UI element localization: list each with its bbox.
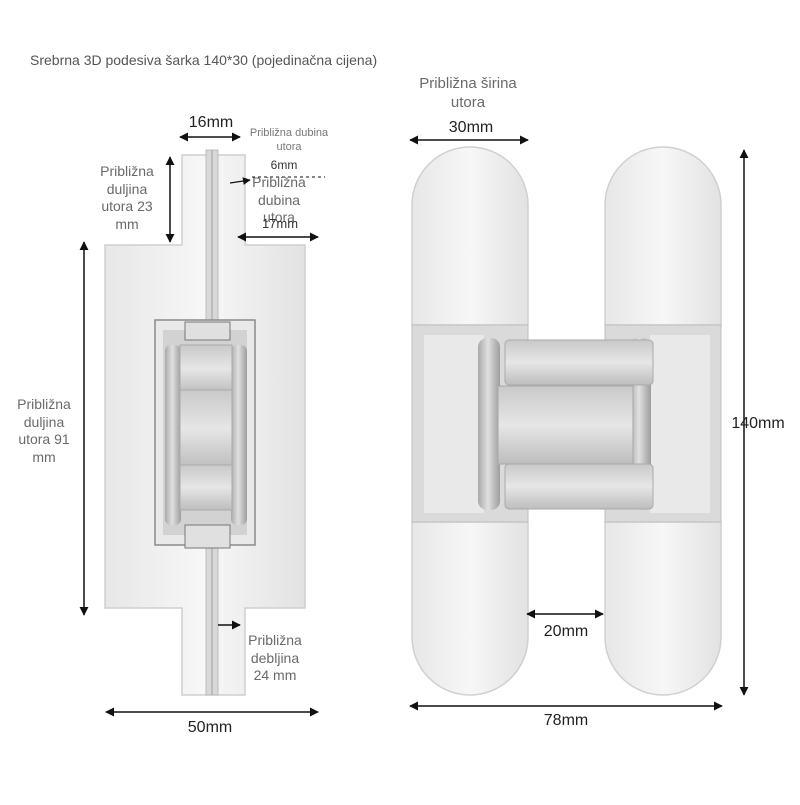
dimension-height-140: 140mm (731, 415, 785, 432)
hinge-leaf-left-top (411, 146, 529, 326)
dimension-width-50: 50mm (187, 719, 233, 736)
groove-depth-small-label: Približna dubina utora (249, 127, 329, 153)
dimension-depth-6: 6mm (270, 158, 298, 172)
hinge-leaf-right-bottom (604, 521, 722, 696)
groove-length-91-label: Približna duljina utora 91 mm (17, 396, 71, 465)
dimension-width-30: 30mm (448, 119, 494, 136)
hinge-leaf-left-bottom (411, 521, 529, 696)
groove-depth-label: Približna dubina utora (252, 174, 306, 225)
hinge-leaf-right-top (604, 146, 722, 326)
thickness-label: Približna debljina 24 mm (248, 632, 302, 683)
dimension-depth-17: 17mm (261, 216, 299, 231)
dimension-width-78: 78mm (543, 712, 589, 729)
dimension-width-top: 16mm (188, 114, 234, 131)
groove-length-23-label: Približna duljina utora 23 mm (100, 163, 154, 232)
groove-width-label: Približna širina utora (419, 75, 517, 111)
hinge-front-view (409, 135, 749, 711)
hinge-side-view (79, 132, 325, 717)
dimension-gap-20: 20mm (543, 623, 589, 640)
product-title: Srebrna 3D podesiva šarka 140*30 (pojedi… (30, 52, 378, 68)
